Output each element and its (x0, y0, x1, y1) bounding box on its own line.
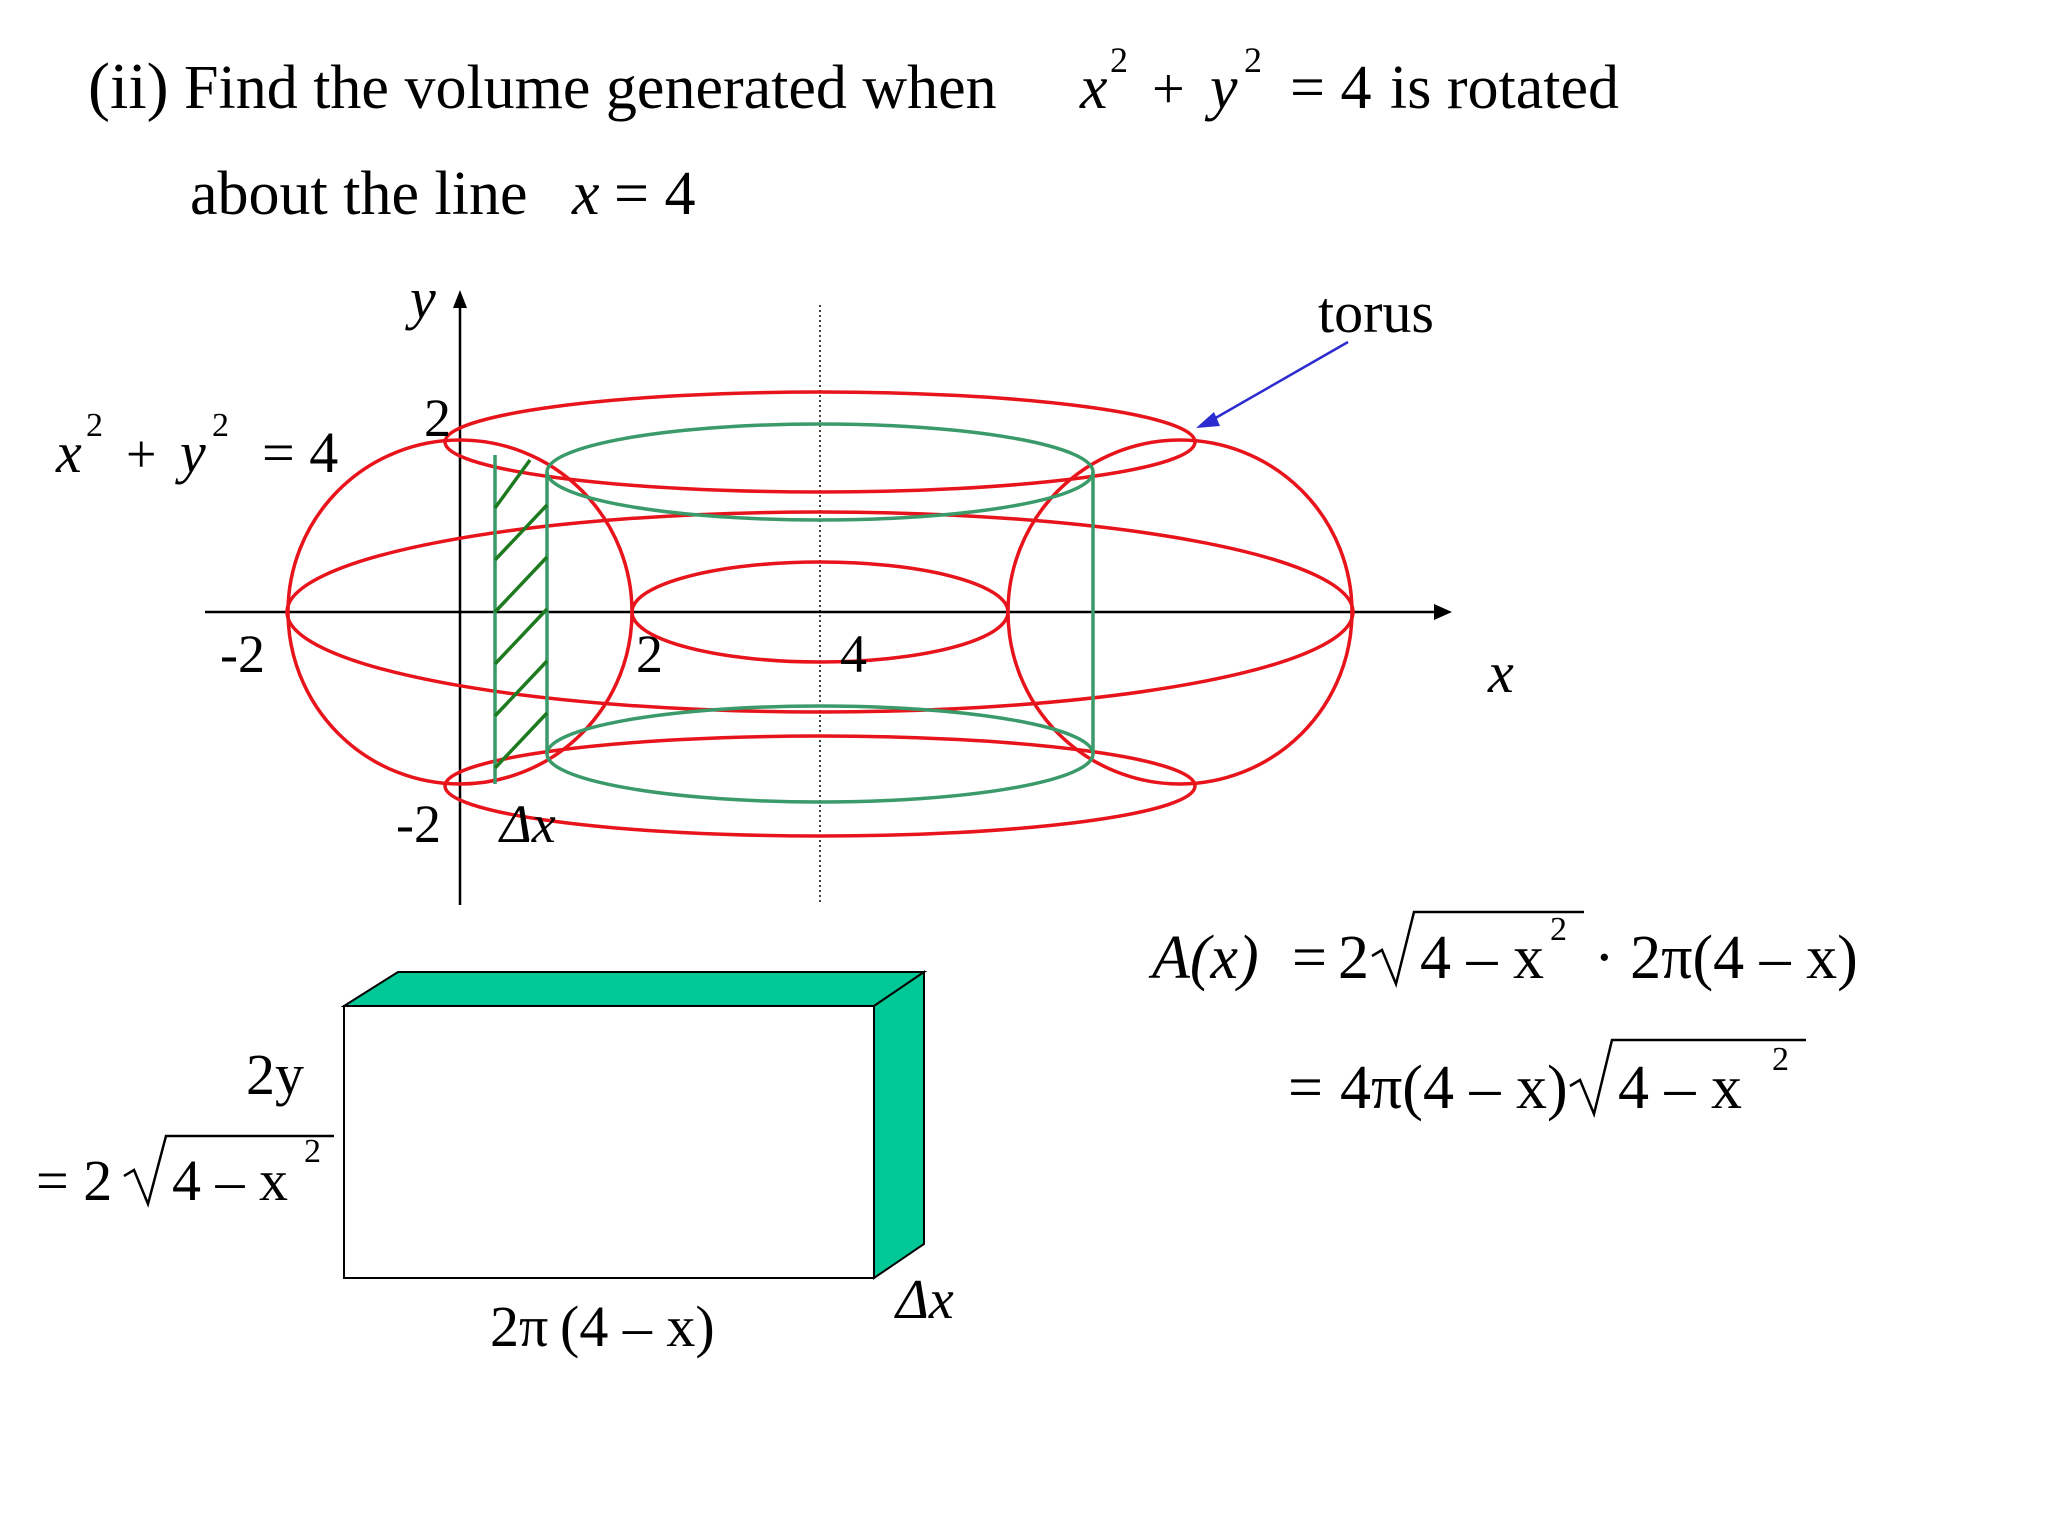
formula-line1-rest: · 2π(4 – x) (1594, 924, 1858, 992)
slab-height-formula: = 2 4 – x 2 (36, 1133, 334, 1213)
tick-x-2: 2 (636, 624, 663, 684)
slab-thickness-label: Δx (894, 1269, 954, 1331)
slab-length-coef: 2π (490, 1294, 548, 1359)
slab-height-root: 4 – x (172, 1148, 288, 1213)
formula-line1-root: 4 – x (1420, 924, 1544, 992)
formula-line1-coef: 2 (1338, 924, 1369, 992)
circle-eq-x-exponent: 2 (86, 407, 103, 444)
problem-line1-text: Find the volume generated when (184, 54, 997, 122)
slab-height-eq: = 2 (36, 1148, 112, 1213)
unrolled-slab: 2y = 2 4 – x 2 2π (4 – x) Δx (36, 970, 954, 1359)
x-axis-label: x (1487, 640, 1514, 705)
slab-side-face (873, 970, 925, 1280)
circle-eq-rhs: = 4 (262, 420, 338, 485)
slab-height-sqrt-sign (123, 1134, 334, 1208)
problem-line1-end: is rotated (1390, 54, 1619, 122)
formula-line2-eq: = (1288, 1054, 1323, 1122)
circle-cross-section-left (286, 438, 634, 786)
slab-front-face (343, 1005, 875, 1279)
problem-line2-rhs: = 4 (614, 160, 695, 228)
slab-height-exponent: 2 (304, 1133, 321, 1170)
x-axis-arrowhead (1434, 604, 1452, 620)
circle-eq-y: y (175, 420, 206, 485)
y-axis-label: y (405, 266, 436, 331)
area-formula: A(x) = 2 4 – x 2 · 2π(4 – x) = 4π(4 – x)… (1148, 910, 1858, 1122)
formula-line2-exponent: 2 (1772, 1041, 1789, 1078)
formula-line1-exponent: 2 (1550, 911, 1567, 948)
tick-y-neg2: -2 (396, 794, 441, 854)
torus-label: torus (1318, 280, 1434, 345)
circle-eq-x: x (55, 420, 82, 485)
y-axis-arrowhead (453, 290, 467, 308)
problem-eq-y: y (1204, 54, 1238, 122)
slab-top-face (340, 971, 928, 1007)
tick-y-2: 2 (424, 388, 451, 448)
problem-eq-y-exponent: 2 (1244, 40, 1262, 80)
slab-height-label-top: 2y (246, 1042, 304, 1107)
problem-statement: (ii) Find the volume generated when x 2 … (88, 40, 1619, 228)
circle-eq-plus: + (126, 424, 156, 484)
problem-eq-rhs: = 4 (1290, 54, 1371, 122)
circle-eq-y-exponent: 2 (212, 407, 229, 444)
formula-line2-expr: 4π(4 – x) (1340, 1054, 1568, 1122)
torus (285, 390, 1355, 838)
circle-equation: x 2 + y 2 = 4 (55, 407, 338, 485)
torus-bottom-ellipse (443, 734, 1197, 838)
formula-line2-sqrt-sign (1569, 1038, 1806, 1119)
formula-line2-root: 4 – x (1618, 1054, 1742, 1122)
tick-x-4: 4 (840, 624, 867, 684)
problem-line2-text: about the line (190, 160, 527, 228)
part-label: (ii) (88, 50, 169, 123)
coordinate-axes (205, 290, 1452, 905)
problem-eq-x: x (1079, 54, 1108, 122)
formula-line1-eq: = (1292, 924, 1327, 992)
problem-eq-plus: + (1152, 56, 1185, 121)
tick-x-neg2: -2 (220, 624, 265, 684)
circle-cross-section-right (1006, 438, 1354, 786)
shell-cylinder (493, 422, 1095, 804)
problem-eq-x-exponent: 2 (1110, 40, 1128, 80)
strip-width-label: Δx (498, 794, 556, 854)
torus-pointer-arrow (1211, 340, 1349, 422)
slab-length-arg: (4 – x) (560, 1294, 715, 1359)
graph-labels: y x -2 2 4 2 -2 Δx x 2 + y 2 = 4 torus (55, 266, 1514, 854)
torus-pointer-arrowhead (1196, 412, 1220, 428)
hatched-strip (493, 458, 549, 770)
formula-line1-sqrt-sign (1371, 910, 1584, 988)
problem-line2-var: x (571, 160, 600, 228)
formula-lhs: A(x) (1148, 924, 1259, 992)
